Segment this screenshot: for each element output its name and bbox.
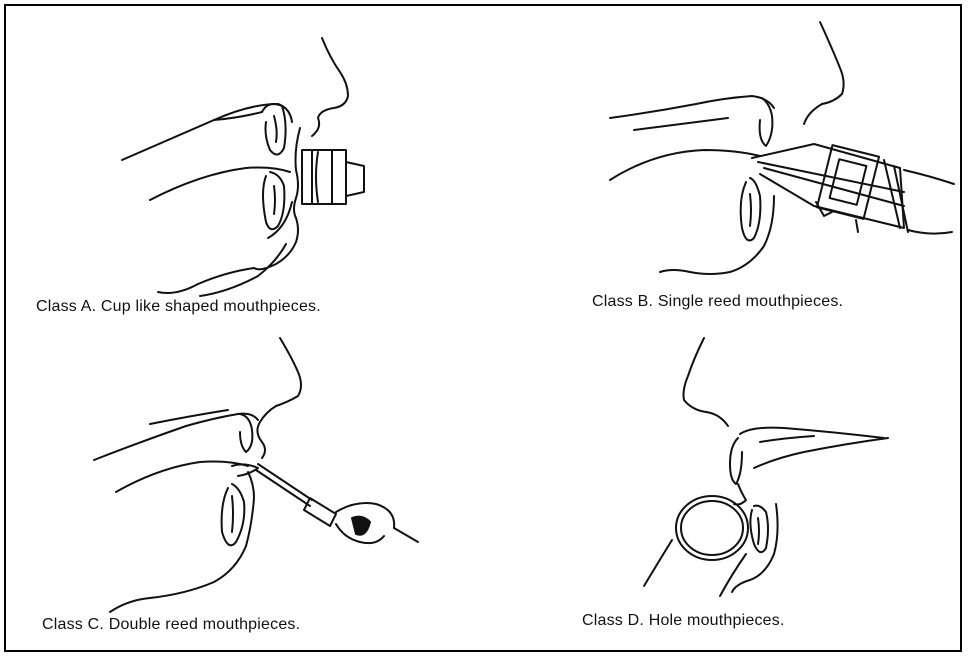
cup-mouthpiece-illustration (0, 0, 484, 328)
panel-class-a: Class A. Cup like shaped mouthpieces. (0, 0, 484, 328)
caption-class-c: Class C. Double reed mouthpieces. (42, 616, 300, 634)
double-reed-mouthpiece-illustration (0, 328, 484, 656)
panel-class-b: Class B. Single reed mouthpieces. (484, 0, 968, 328)
panel-class-c: Class C. Double reed mouthpieces. (0, 328, 484, 656)
caption-class-a: Class A. Cup like shaped mouthpieces. (36, 298, 321, 316)
caption-class-d: Class D. Hole mouthpieces. (582, 612, 785, 630)
hole-mouthpiece-illustration (484, 328, 968, 656)
panel-class-d: Class D. Hole mouthpieces. (484, 328, 968, 656)
single-reed-mouthpiece-illustration (484, 0, 968, 328)
caption-class-b: Class B. Single reed mouthpieces. (592, 293, 843, 311)
